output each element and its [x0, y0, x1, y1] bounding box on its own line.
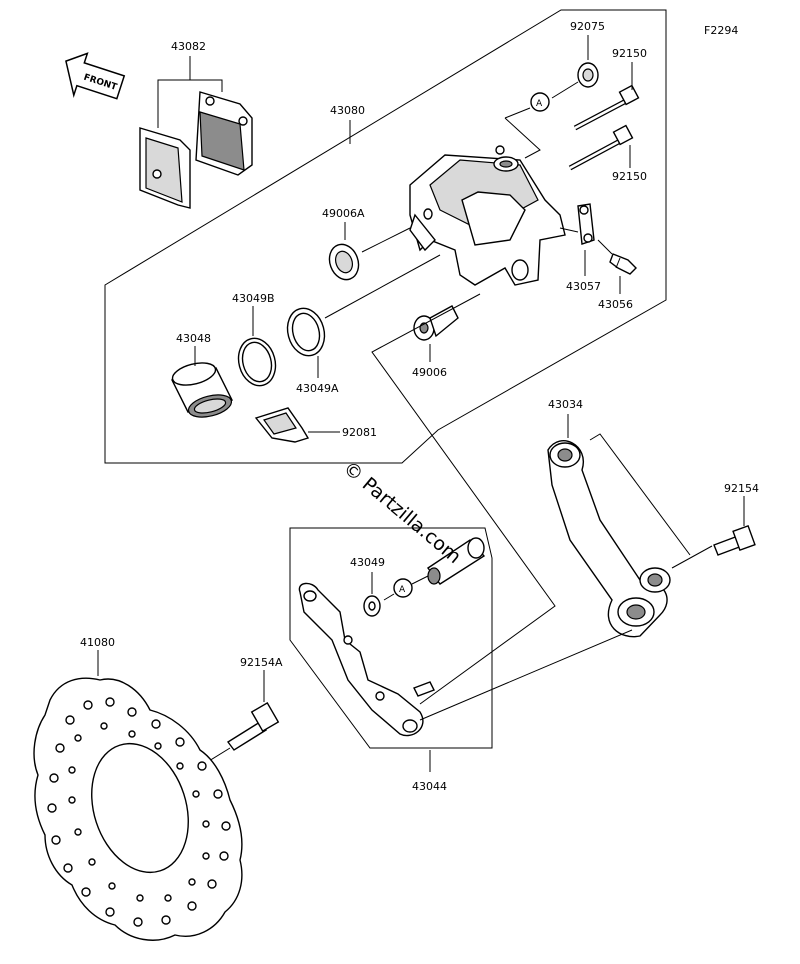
callout-a-bottom — [393, 578, 413, 598]
label-49006A: 49006A — [322, 207, 365, 220]
slide-pin-bottom — [568, 124, 634, 171]
label-92154A: 92154A — [240, 656, 283, 669]
callout-a-bottom-letter: A — [399, 585, 406, 595]
callout-a-top — [530, 92, 550, 112]
torque-link-43034 — [547, 440, 671, 638]
label-43034: 43034 — [548, 398, 583, 411]
label-92081: 92081 — [342, 426, 377, 439]
label-43044: 43044 — [412, 780, 447, 793]
label-43057: 43057 — [566, 280, 601, 293]
slide-pin-top — [573, 84, 640, 131]
label-92150-top: 92150 — [612, 47, 647, 60]
seal-ring-43049A — [286, 307, 326, 357]
label-92150-bottom: 92150 — [612, 170, 647, 183]
bleeder-valve-43056 — [609, 253, 637, 275]
seal-ring-43049B — [237, 337, 277, 387]
watermark: © Partzilla.com — [339, 457, 465, 568]
label-43049A: 43049A — [296, 382, 339, 395]
caliper-body — [409, 145, 566, 286]
bushing-sleeve — [426, 537, 486, 585]
bolt-92154A — [226, 702, 280, 751]
caliper-assembly-boundary — [104, 9, 667, 464]
label-43049B: 43049B — [232, 292, 275, 305]
bolt-49006 — [413, 305, 459, 341]
pad-spring-92081 — [254, 407, 310, 443]
brake-disc-41080 — [33, 677, 243, 941]
seal-49006A — [328, 243, 360, 281]
bleeder-link-43057 — [577, 203, 595, 245]
label-43049: 43049 — [350, 556, 385, 569]
caliper-bracket-43044 — [298, 582, 435, 737]
label-43080: 43080 — [330, 104, 365, 117]
callout-a-top-letter: A — [536, 99, 543, 109]
label-92154: 92154 — [724, 482, 759, 495]
label-43082: 43082 — [171, 40, 206, 53]
boot-92075 — [577, 62, 599, 88]
figure-code: F2294 — [704, 24, 738, 37]
bolt-92154 — [713, 524, 756, 556]
label-92075: 92075 — [570, 20, 605, 33]
label-41080: 41080 — [80, 636, 115, 649]
bracket-assembly-boundary — [289, 527, 493, 749]
label-43048: 43048 — [176, 332, 211, 345]
piston-43048 — [170, 362, 234, 418]
label-43056: 43056 — [598, 298, 633, 311]
front-arrow-icon: FRONT — [65, 52, 126, 100]
label-49006: 49006 — [412, 366, 447, 379]
brake-pads — [139, 91, 253, 209]
washer-43049 — [363, 595, 381, 617]
